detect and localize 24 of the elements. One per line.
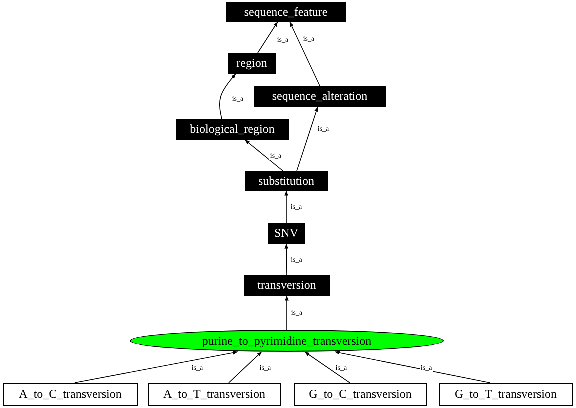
term-box: SNV xyxy=(268,223,305,244)
arrow xyxy=(284,244,288,276)
term-box: transversion xyxy=(244,275,330,296)
term-box: sequence_alteration xyxy=(254,86,386,107)
arrow xyxy=(296,106,318,172)
term-box: G_to_C_transversion xyxy=(294,383,427,406)
term-ellipse: purine_to_pyrimidine_transversion xyxy=(130,330,444,352)
arrow xyxy=(228,352,262,384)
arrow xyxy=(219,74,236,120)
term-box: A_to_C_transversion xyxy=(3,383,138,406)
arrow xyxy=(284,190,288,224)
arrow xyxy=(290,22,320,86)
term-box: A_to_T_transversion xyxy=(148,383,281,406)
arrow xyxy=(334,351,490,384)
term-box: biological_region xyxy=(176,119,289,140)
arrow xyxy=(74,351,238,384)
term-box: sequence_feature xyxy=(226,2,346,22)
arrow xyxy=(285,296,289,330)
term-box: region xyxy=(228,53,276,74)
arrow xyxy=(244,140,284,172)
arrow xyxy=(258,22,278,54)
arrow xyxy=(304,352,350,384)
term-box: substitution xyxy=(245,171,328,191)
term-box: G_to_T_transversion xyxy=(439,383,573,406)
